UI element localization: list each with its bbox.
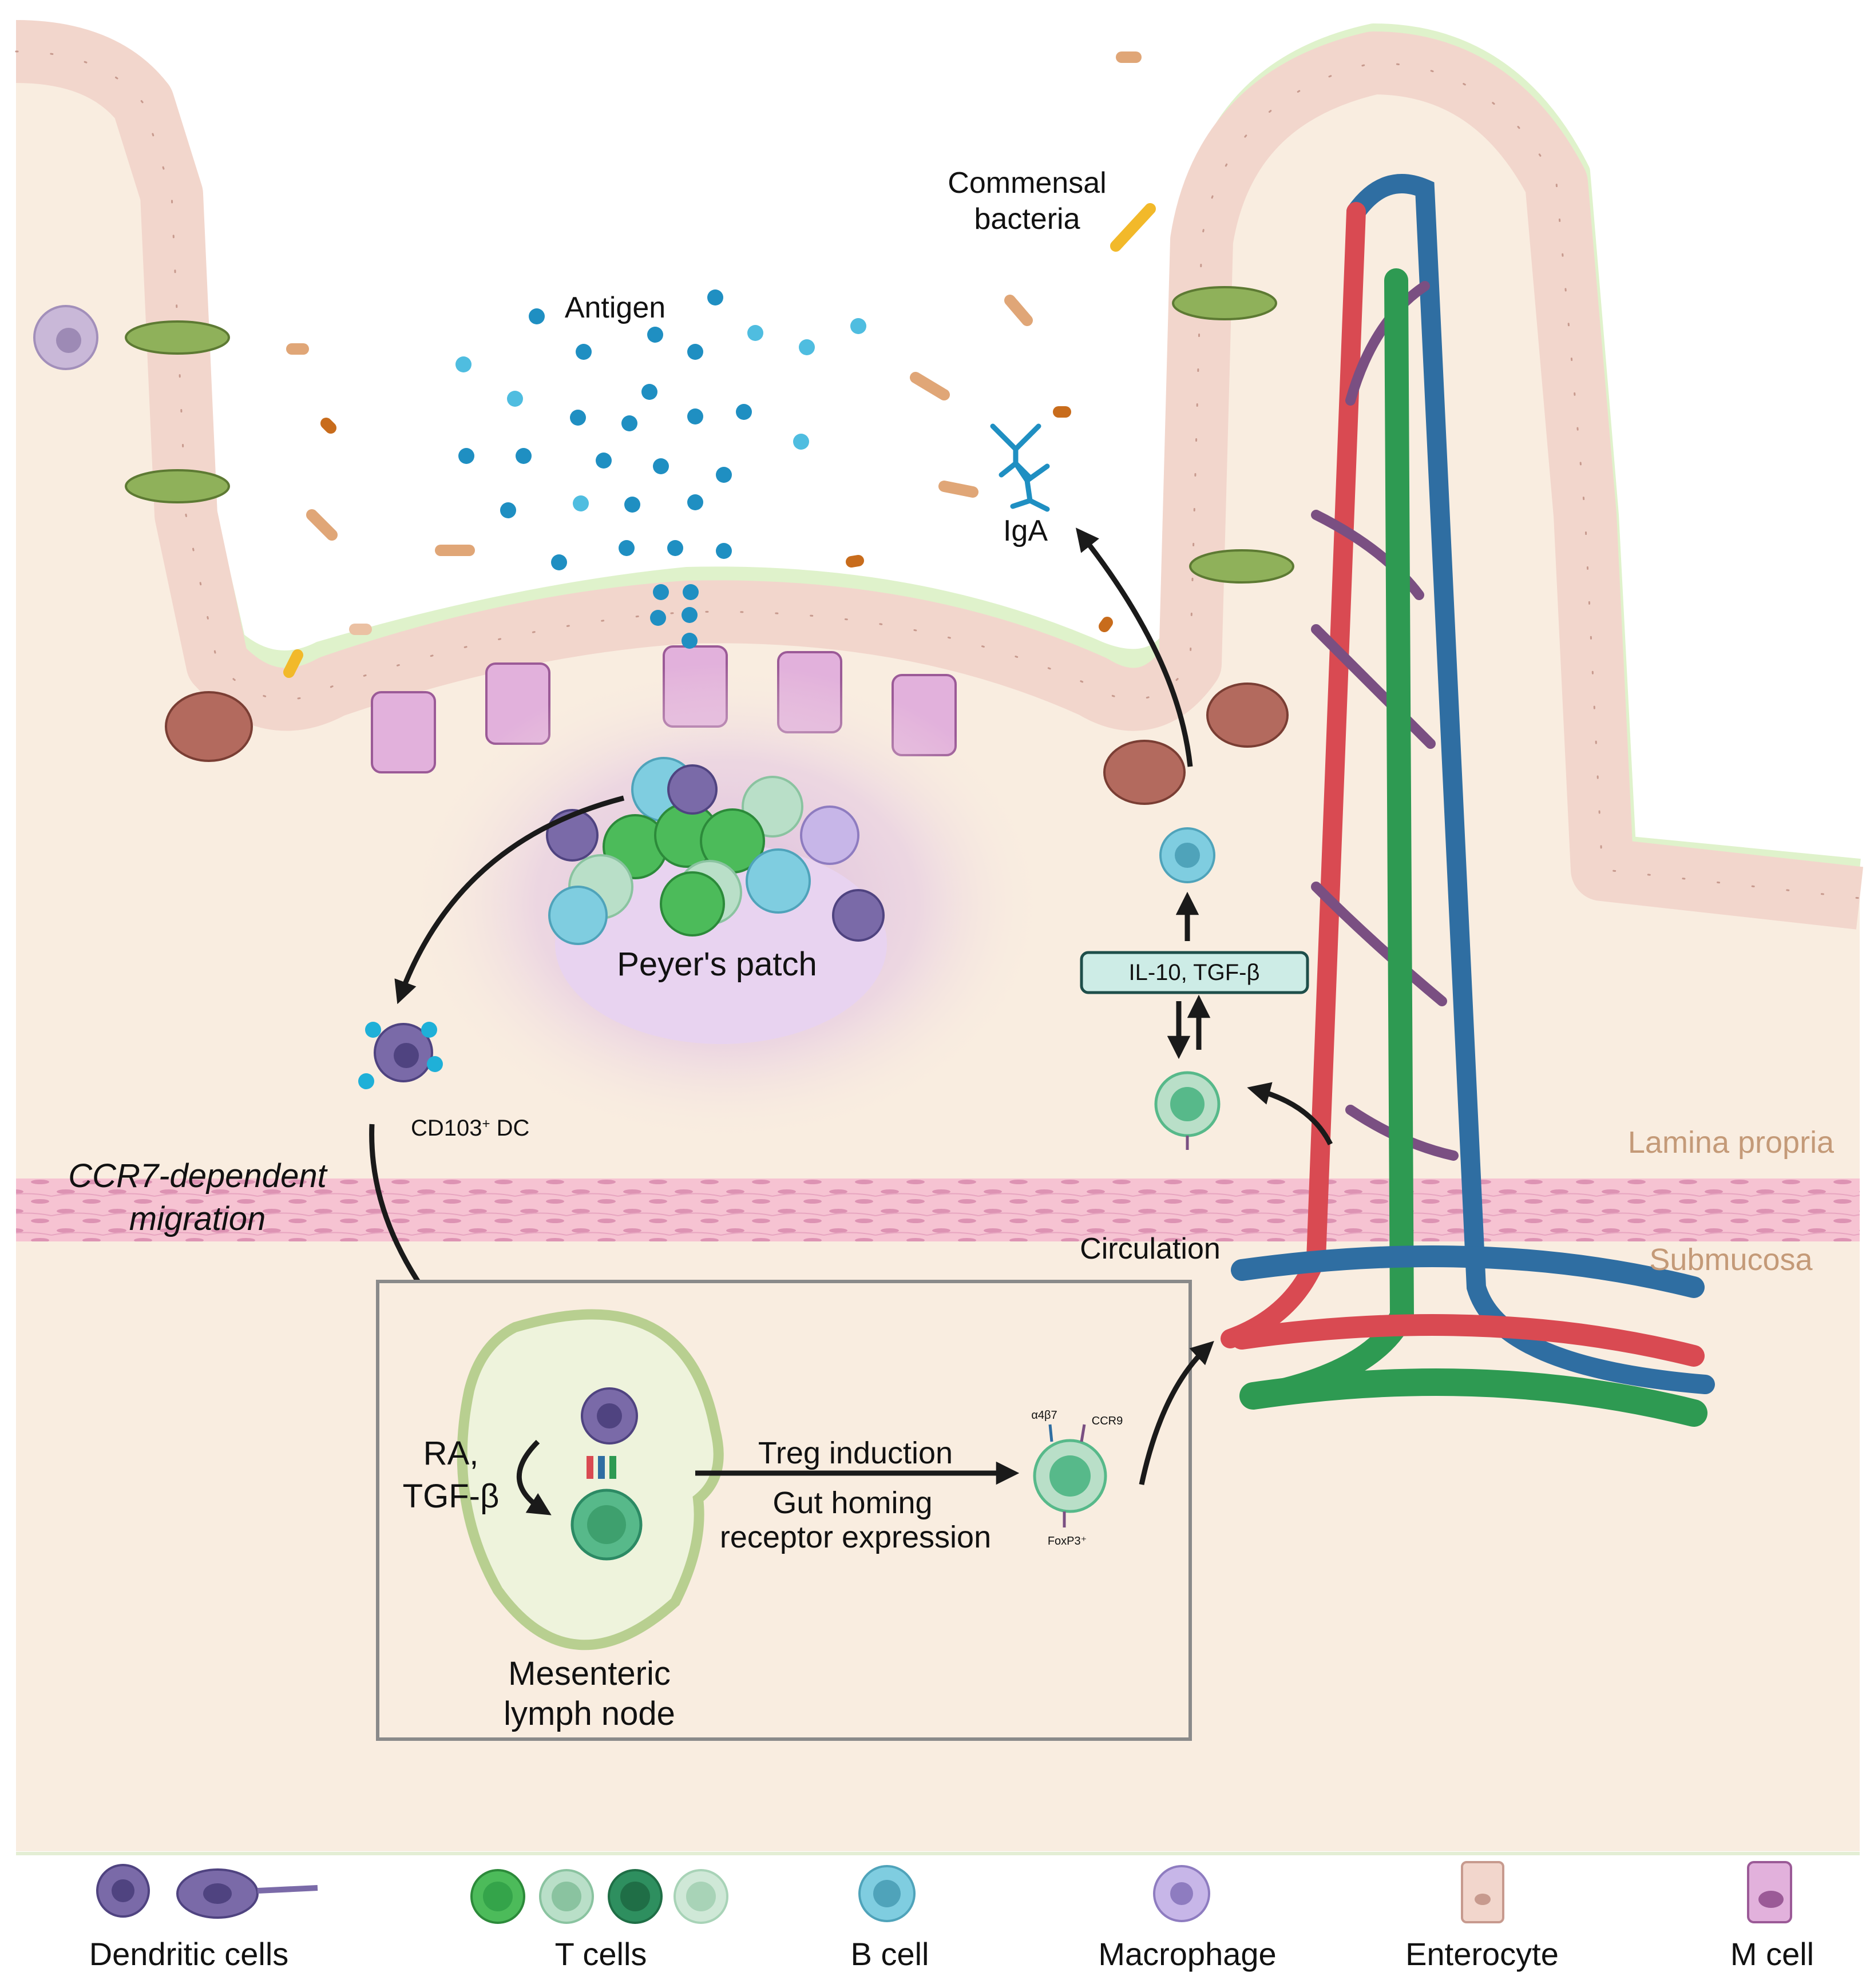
ra-label-2: TGF-β bbox=[403, 1478, 500, 1515]
gut-homing-label-1: Gut homing bbox=[772, 1486, 932, 1520]
macrophage-icon bbox=[1153, 1865, 1210, 1922]
treg-induction-label: Treg induction bbox=[758, 1436, 953, 1470]
paneth-cells bbox=[165, 682, 1289, 805]
submucosa-label: Submucosa bbox=[1649, 1243, 1813, 1277]
t-cell-icon bbox=[470, 1869, 728, 1924]
legend-label-mcell: M cell bbox=[1730, 1936, 1814, 1972]
legend-label-dendritic: Dendritic cells bbox=[89, 1936, 289, 1972]
peyers-patch-cells bbox=[546, 757, 885, 945]
legend-label-enterocyte: Enterocyte bbox=[1405, 1936, 1559, 1972]
legend: Dendritic cells T cells B cell Macrophag… bbox=[16, 1852, 1860, 1972]
mln-arrows bbox=[517, 1340, 1214, 1515]
dendritic-cell-icon bbox=[96, 1864, 318, 1919]
diagram-labels: Commensal bacteria Antigen IgA Peyer's p… bbox=[68, 166, 1835, 1732]
b-cell-icon bbox=[858, 1865, 916, 1922]
antigen-particles bbox=[455, 289, 866, 649]
legend-label-tcells: T cells bbox=[555, 1936, 647, 1972]
b-cell-nucleus bbox=[1175, 843, 1200, 868]
mln-label-2: lymph node bbox=[504, 1695, 675, 1732]
antigen-label: Antigen bbox=[565, 291, 665, 324]
commensal-bacteria bbox=[283, 51, 1156, 678]
commensal-label-2: bacteria bbox=[974, 203, 1080, 236]
mln-label-1: Mesenteric bbox=[508, 1655, 671, 1692]
lamina-arrows bbox=[369, 527, 1333, 1391]
treg-lamina-propria bbox=[1154, 1071, 1221, 1150]
epithelium bbox=[15, 20, 1864, 930]
mln-dc-tcell bbox=[570, 1387, 643, 1561]
peyers-patch-label: Peyer's patch bbox=[617, 946, 817, 983]
foxp3-label: FoxP3⁺ bbox=[1048, 1535, 1087, 1547]
commensal-label-1: Commensal bbox=[948, 166, 1106, 200]
a4b7-label: α4β7 bbox=[1031, 1409, 1057, 1422]
cd103-dc-label: CD103+ DC bbox=[411, 1116, 529, 1141]
muscularis-band bbox=[16, 1178, 1860, 1241]
lamina-dendritic-cell bbox=[33, 305, 98, 370]
ccr7-label-1: CCR7-dependent bbox=[68, 1157, 328, 1195]
ccr9-label: CCR9 bbox=[1092, 1415, 1123, 1427]
blood-vessels bbox=[1221, 174, 1715, 1427]
ra-label-1: RA, bbox=[423, 1435, 479, 1472]
gut-homing-treg bbox=[1033, 1424, 1107, 1527]
ccr7-label-2: migration bbox=[129, 1200, 266, 1237]
goblet-cells bbox=[125, 286, 1294, 584]
il10-tgfb-box: IL-10, TGF-β bbox=[1080, 951, 1309, 994]
m-cell-icon bbox=[1747, 1861, 1792, 1923]
enterocyte-icon bbox=[1461, 1861, 1504, 1923]
il10-tgfb-label: IL-10, TGF-β bbox=[1129, 960, 1260, 985]
iga-label: IgA bbox=[1003, 514, 1048, 547]
mesenteric-lymph-node bbox=[457, 1309, 724, 1650]
legend-label-macrophage: Macrophage bbox=[1098, 1936, 1276, 1972]
gut-homing-label-2: receptor expression bbox=[720, 1520, 991, 1554]
gut-lumen bbox=[16, 16, 1860, 870]
cd103-dendritic-cell bbox=[358, 1022, 443, 1089]
legend-label-bcell: B cell bbox=[851, 1936, 929, 1972]
iga-antibody-icon bbox=[990, 423, 1050, 512]
lamina-propria-label: Lamina propria bbox=[1628, 1125, 1835, 1160]
circulation-label: Circulation bbox=[1080, 1232, 1221, 1265]
